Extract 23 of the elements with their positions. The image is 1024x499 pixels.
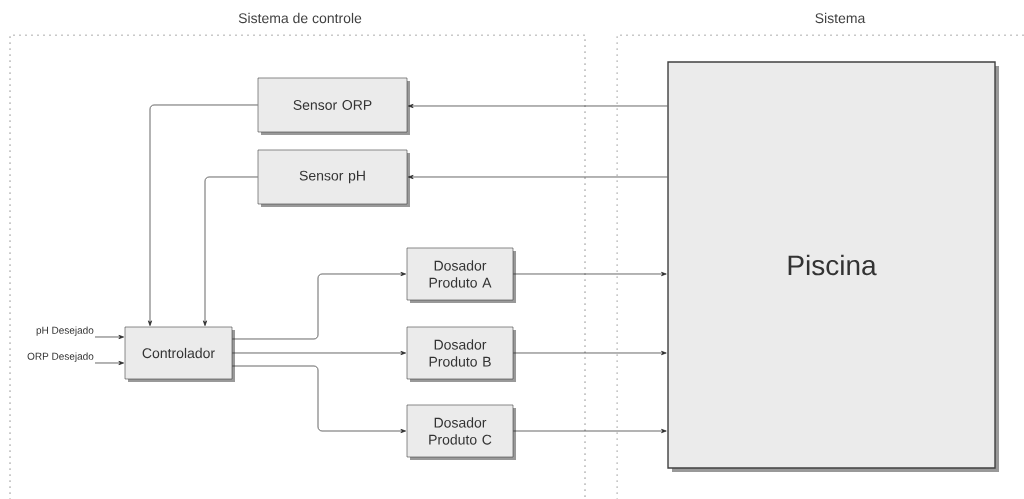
arrow: [408, 103, 668, 109]
arrow: [231, 350, 407, 356]
arrow: [408, 174, 668, 180]
arrow: [94, 334, 124, 340]
arrow: [512, 428, 667, 434]
arrow: [231, 365, 407, 434]
process-box: Sensor pH: [257, 149, 410, 207]
pool-box: Piscina: [667, 61, 999, 472]
process-box: Controlador: [124, 326, 235, 382]
arrow: [94, 360, 124, 366]
input-label: ORP Desejado: [27, 352, 94, 362]
input-label: pH Desejado: [36, 326, 94, 336]
arrow: [231, 271, 407, 340]
process-box: Dosador Produto A: [406, 247, 516, 303]
process-box: Dosador Produto C: [406, 404, 516, 460]
arrow: [512, 271, 667, 277]
process-box: Dosador Produto B: [406, 326, 516, 382]
arrow: [147, 104, 259, 326]
arrow: [202, 176, 259, 326]
region-heading: Sistema de controle: [238, 12, 362, 24]
process-box: Sensor ORP: [257, 77, 410, 135]
region-heading: Sistema: [815, 12, 866, 24]
arrow: [512, 350, 667, 356]
